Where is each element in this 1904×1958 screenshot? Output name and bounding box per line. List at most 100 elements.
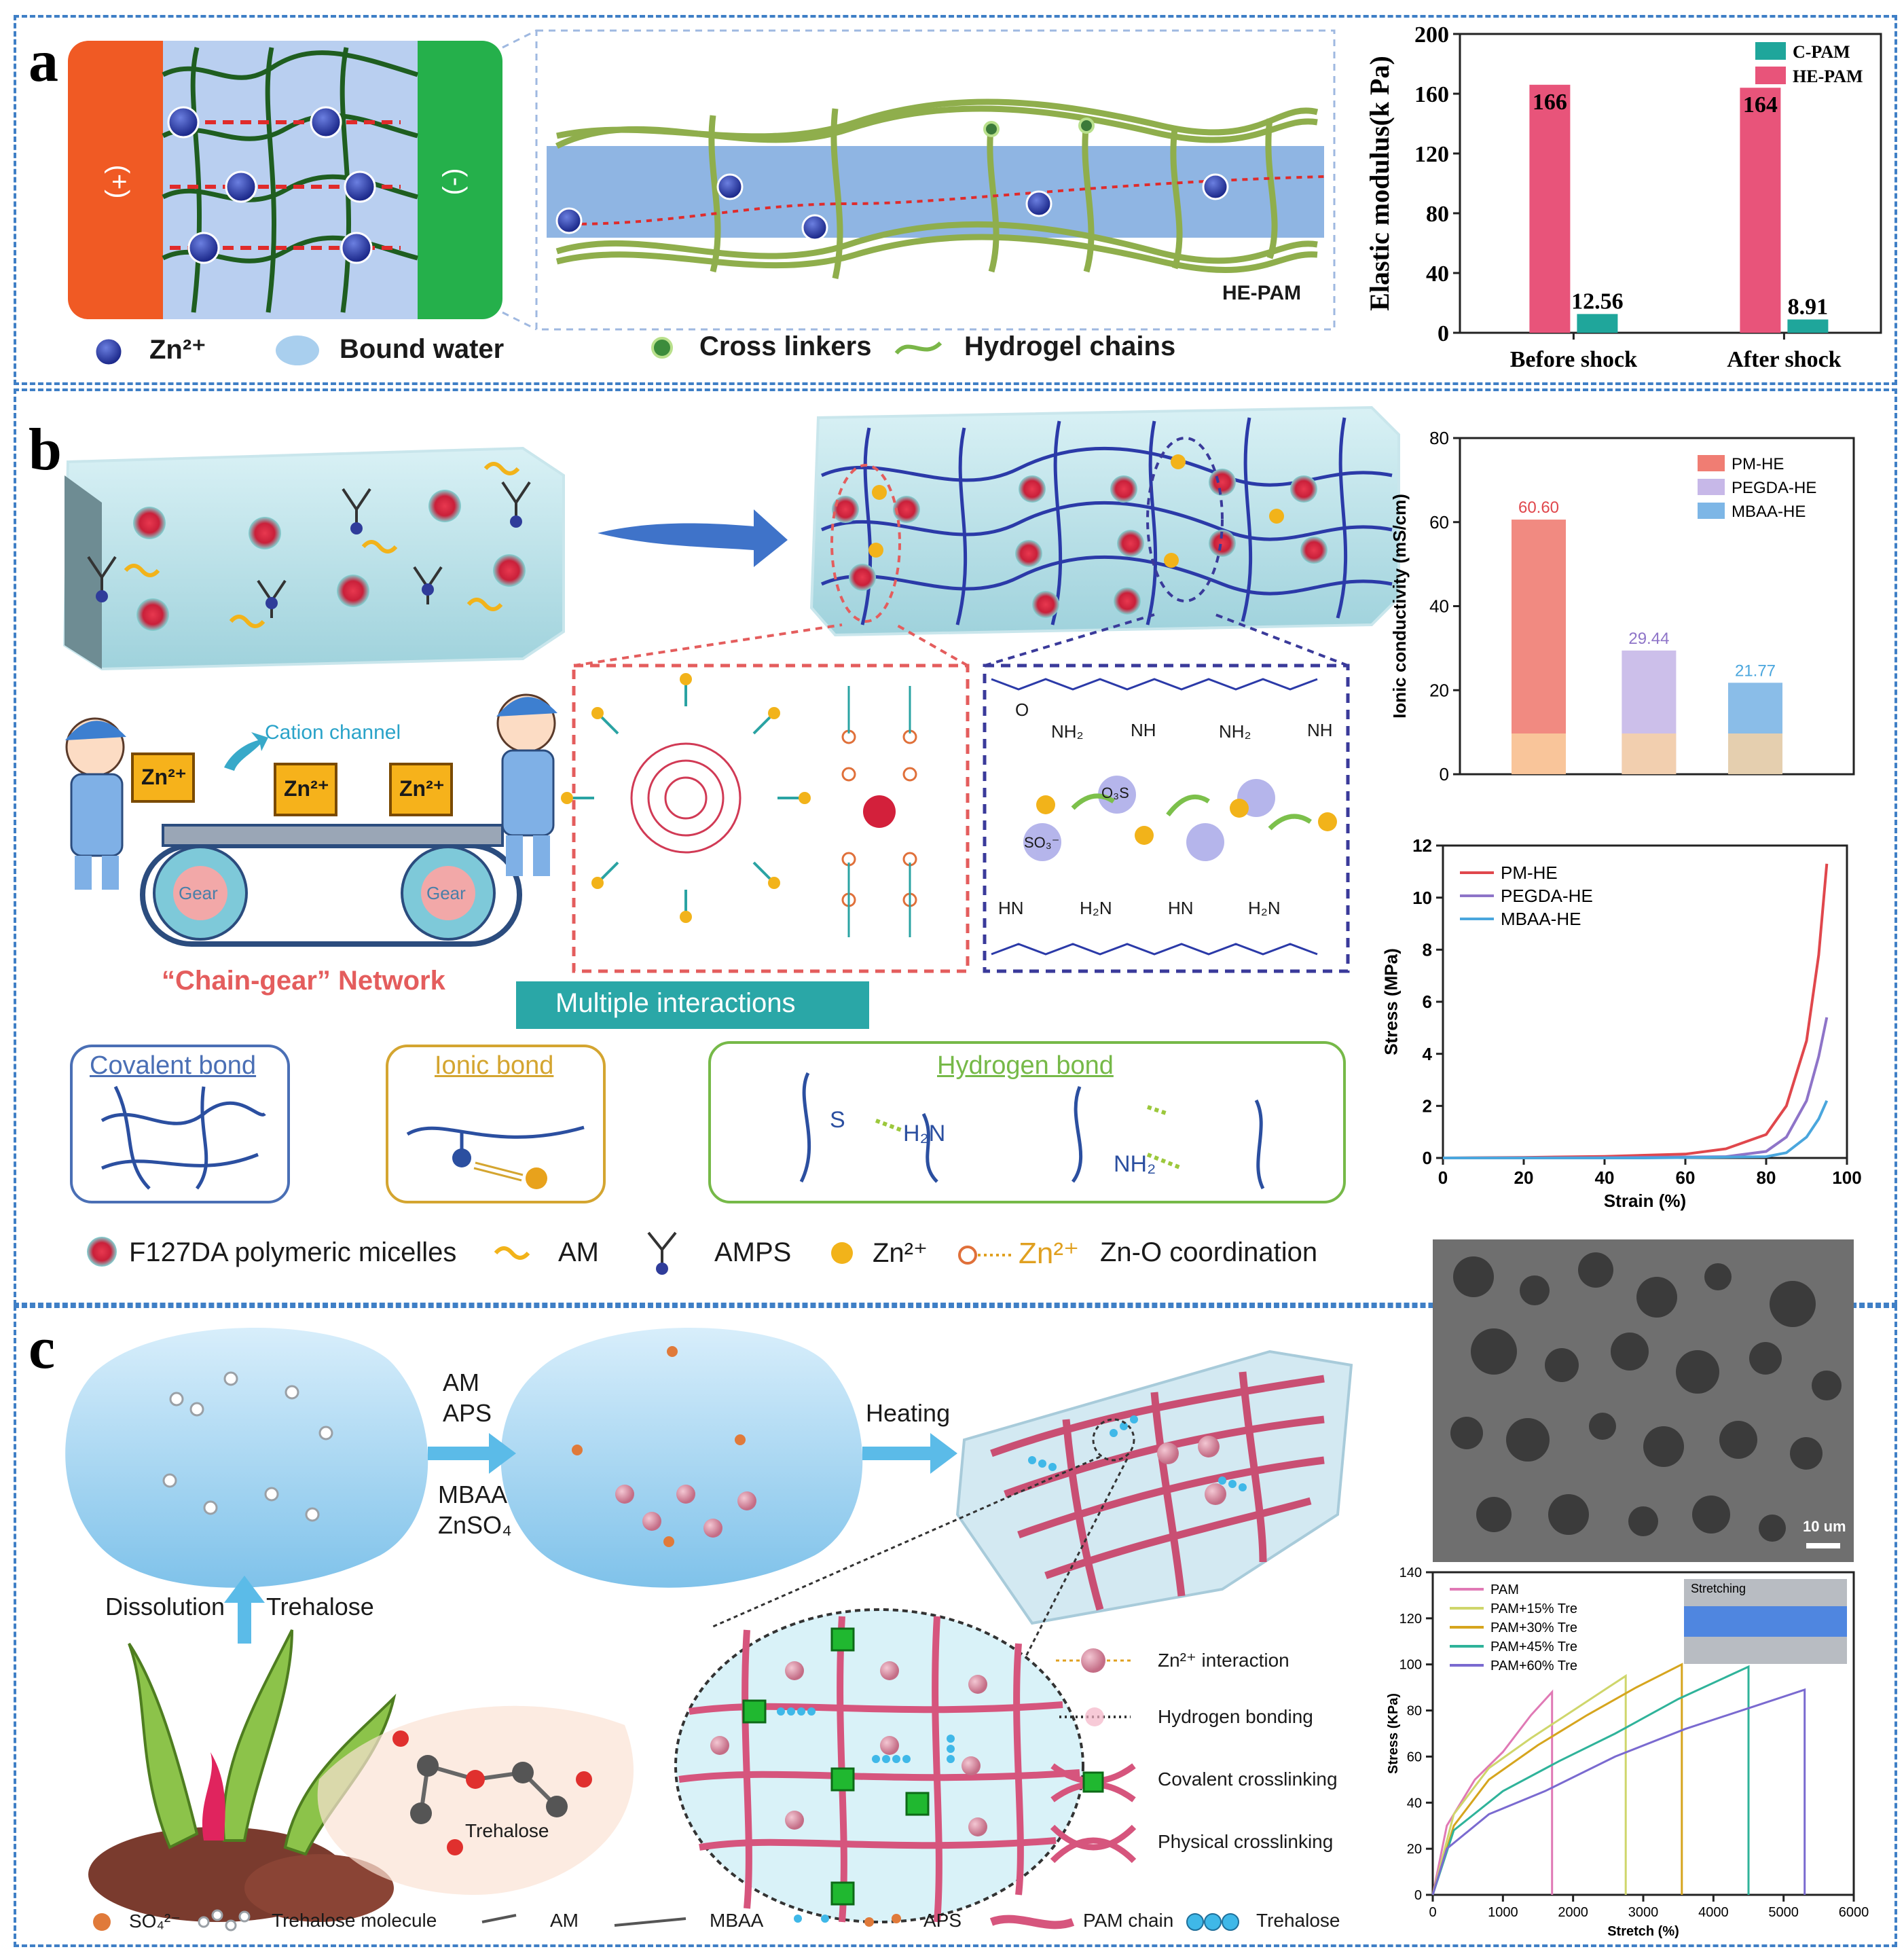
chain-gear-illustration: [65, 693, 557, 947]
legend-label: MBAA-HE: [1732, 503, 1806, 521]
x-tick-label: 40: [1595, 1167, 1615, 1188]
legend-covalent-crosslinking: Covalent crosslinking: [1158, 1769, 1338, 1790]
bar-c-pam: [1787, 319, 1829, 333]
bar-c-pam: [1577, 314, 1618, 333]
chem-label-nh2-2: NH₂: [1219, 721, 1251, 742]
negative-electrode-label: (-): [441, 168, 472, 196]
legend-amps: AMPS: [714, 1237, 792, 1267]
sem-scale-label: 10 um: [1803, 1518, 1846, 1535]
y-tick-label: 60: [1407, 1749, 1422, 1764]
legend-zn-o-ion: Zn²⁺: [1019, 1237, 1080, 1270]
legend-physical-crosslinking: Physical crosslinking: [1158, 1831, 1334, 1852]
covalent-bond-title: Covalent bond: [90, 1051, 257, 1080]
hydrogel-chain-detail: [502, 29, 1336, 331]
zn-o-icon: [958, 1246, 977, 1265]
x-tick-label: 20: [1514, 1167, 1534, 1188]
series-line: [1431, 1688, 1806, 1896]
worker-left: [65, 717, 126, 890]
chem-label-hn-1: HN: [998, 898, 1024, 918]
multiple-interactions-banner: [516, 981, 869, 1029]
x-tick-label: 100: [1832, 1167, 1861, 1188]
trehalose-solution-blob: [65, 1328, 428, 1588]
y-axis-label: Ionic conductivity (mS/cm): [1389, 494, 1410, 719]
precursor-solution-blob: [500, 1328, 863, 1588]
legend-swatch: [1698, 479, 1725, 495]
chem-label-so3-1: SO₃⁻: [1024, 834, 1060, 851]
y-axis-label: Stress (MPa): [1380, 948, 1401, 1055]
am-icon: [494, 1246, 530, 1260]
legend-label: PAM+30% Tre: [1490, 1620, 1577, 1635]
x-tick-label: 4000: [1698, 1905, 1729, 1920]
y-tick-label: 6: [1423, 992, 1432, 1012]
x-tick-label: After shock: [1727, 347, 1841, 372]
chem-label-hn-2: HN: [1168, 898, 1194, 918]
x-axis-label: Stretch (%): [1607, 1924, 1679, 1939]
arrow-icon: [598, 509, 788, 567]
legend-swatch: [1698, 455, 1725, 471]
x-tick-label: 1000: [1488, 1905, 1518, 1920]
legend-hydrogen-bonding: Hydrogen bonding: [1158, 1706, 1313, 1727]
legend-zn-o-coordination: Zn-O coordination: [1100, 1237, 1318, 1267]
x-tick-label: 6000: [1839, 1905, 1869, 1920]
legend-bound-water: Bound water: [340, 334, 505, 364]
hydrogen-bond-title: Hydrogen bond: [937, 1051, 1114, 1080]
y-tick-label: 20: [1429, 680, 1449, 700]
am-molecule-icon: [481, 1914, 517, 1923]
reagent-aps: APS: [443, 1399, 492, 1427]
x-tick-label: 80: [1757, 1167, 1776, 1188]
precursor-block: [62, 446, 565, 671]
bar-gradient-base: [1728, 733, 1782, 774]
crosslinked-gel-block: [712, 1349, 1353, 1671]
legend-swatch: [1698, 503, 1725, 519]
chem-label-nh-2: NH: [1307, 720, 1333, 740]
y-tick-label: 100: [1399, 1658, 1422, 1673]
hbond-label-s: S: [830, 1107, 845, 1133]
trehalose-label: Trehalose: [266, 1593, 374, 1620]
aps-molecule-icon: [794, 1915, 829, 1923]
micelle-icon: [87, 1237, 117, 1267]
x-tick-label: 3000: [1628, 1905, 1659, 1920]
hbond-label-nh2: NH₂: [1114, 1151, 1156, 1177]
legend-label: MBAA-HE: [1501, 909, 1581, 929]
network-zoom-circle: [674, 1608, 1084, 1923]
amps-icon: [647, 1231, 677, 1263]
legend-label: PAM+45% Tre: [1490, 1639, 1577, 1654]
panel-b-border: [14, 388, 1897, 1305]
legend-trehalose-c: Trehalose: [1256, 1910, 1340, 1931]
legend-aps: APS: [923, 1910, 962, 1931]
legend-trehalose-molecule: Trehalose molecule: [272, 1910, 437, 1931]
legend-so4: SO₄²⁻: [129, 1910, 181, 1932]
zn-ion-icon: [94, 337, 124, 367]
y-tick-label: 8: [1423, 939, 1432, 960]
he-pam-detail-label: HE-PAM: [1222, 282, 1302, 304]
multiple-interactions-label: Multiple interactions: [555, 988, 796, 1018]
legend-micelles: F127DA polymeric micelles: [129, 1237, 457, 1267]
legend-zn-ion-b: Zn²⁺: [873, 1238, 928, 1268]
cation-channel-label: Cation channel: [265, 721, 401, 744]
legend-zn-ion: Zn²⁺: [149, 335, 206, 365]
dissolution-label: Dissolution: [105, 1593, 225, 1620]
reagent-am: AM: [443, 1368, 479, 1396]
covalent-crosslink-icon: [1050, 1763, 1136, 1802]
bar-gradient-base: [1622, 733, 1677, 774]
series-line: [1443, 1100, 1829, 1159]
gel-network-block: [809, 405, 1400, 637]
hbond-label-h2n: H₂N: [903, 1121, 946, 1146]
panel-a-border: [14, 15, 1897, 385]
trehalose-molecule-model: [317, 1705, 634, 1895]
chem-label-o-1: O: [1015, 700, 1029, 720]
bar-he-pam: [1529, 84, 1571, 333]
bond-boxes: [70, 1041, 1346, 1203]
hydrogel-electrolyte-schematic: [68, 41, 502, 319]
chem-label-h2n-1: H₂N: [1080, 898, 1112, 918]
y-tick-label: 140: [1399, 1565, 1422, 1580]
series-line: [1431, 1663, 1683, 1896]
legend-label: C-PAM: [1793, 42, 1850, 62]
y-axis-label: Stress (KPa): [1386, 1693, 1401, 1774]
y-tick-label: 80: [1429, 428, 1449, 448]
worker-right: [496, 693, 557, 876]
bar-data-label: 8.91: [1788, 294, 1829, 319]
legend-label: PM-HE: [1501, 863, 1558, 883]
trehalose-model-label: Trehalose: [465, 1820, 549, 1841]
